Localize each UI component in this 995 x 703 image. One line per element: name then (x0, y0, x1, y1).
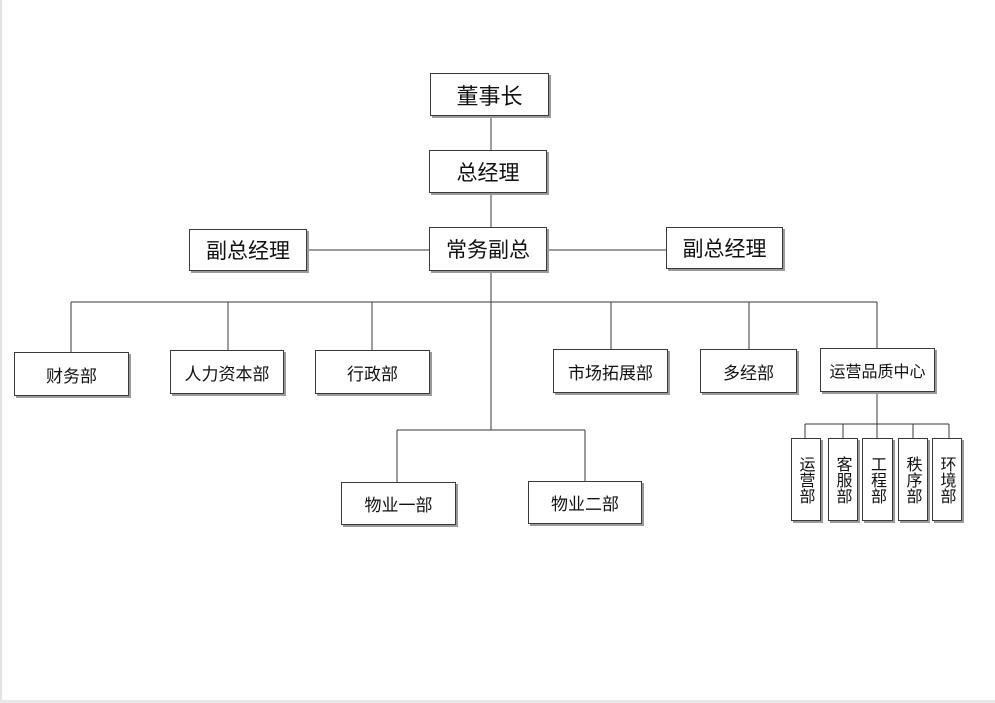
node-deputy-manager-right: 副总经理 (666, 227, 783, 269)
page-left-edge (0, 0, 2, 703)
node-executive-vice-president: 常务副总 (429, 227, 547, 271)
node-ops-quality-center: 运营品质中心 (820, 348, 935, 392)
node-ops-dept: 运营部 (791, 438, 821, 521)
node-deputy-manager-left: 副总经理 (189, 229, 307, 271)
node-chairman: 董事长 (430, 73, 549, 116)
node-service-dept: 客服部 (828, 438, 858, 521)
node-order-dept: 秩序部 (898, 438, 928, 521)
node-property-dept-2: 物业二部 (528, 481, 642, 524)
node-engineering-dept: 工程部 (862, 438, 893, 521)
node-market-dept: 市场拓展部 (553, 349, 668, 393)
node-general-manager: 总经理 (429, 150, 547, 193)
node-finance-dept: 财务部 (14, 352, 129, 396)
node-diversified-dept: 多经部 (700, 349, 797, 393)
node-environment-dept: 环境部 (932, 438, 962, 521)
node-admin-dept: 行政部 (315, 350, 430, 394)
page-bottom-edge (0, 700, 995, 703)
node-property-dept-1: 物业一部 (341, 482, 456, 525)
node-hr-dept: 人力资本部 (170, 350, 284, 394)
